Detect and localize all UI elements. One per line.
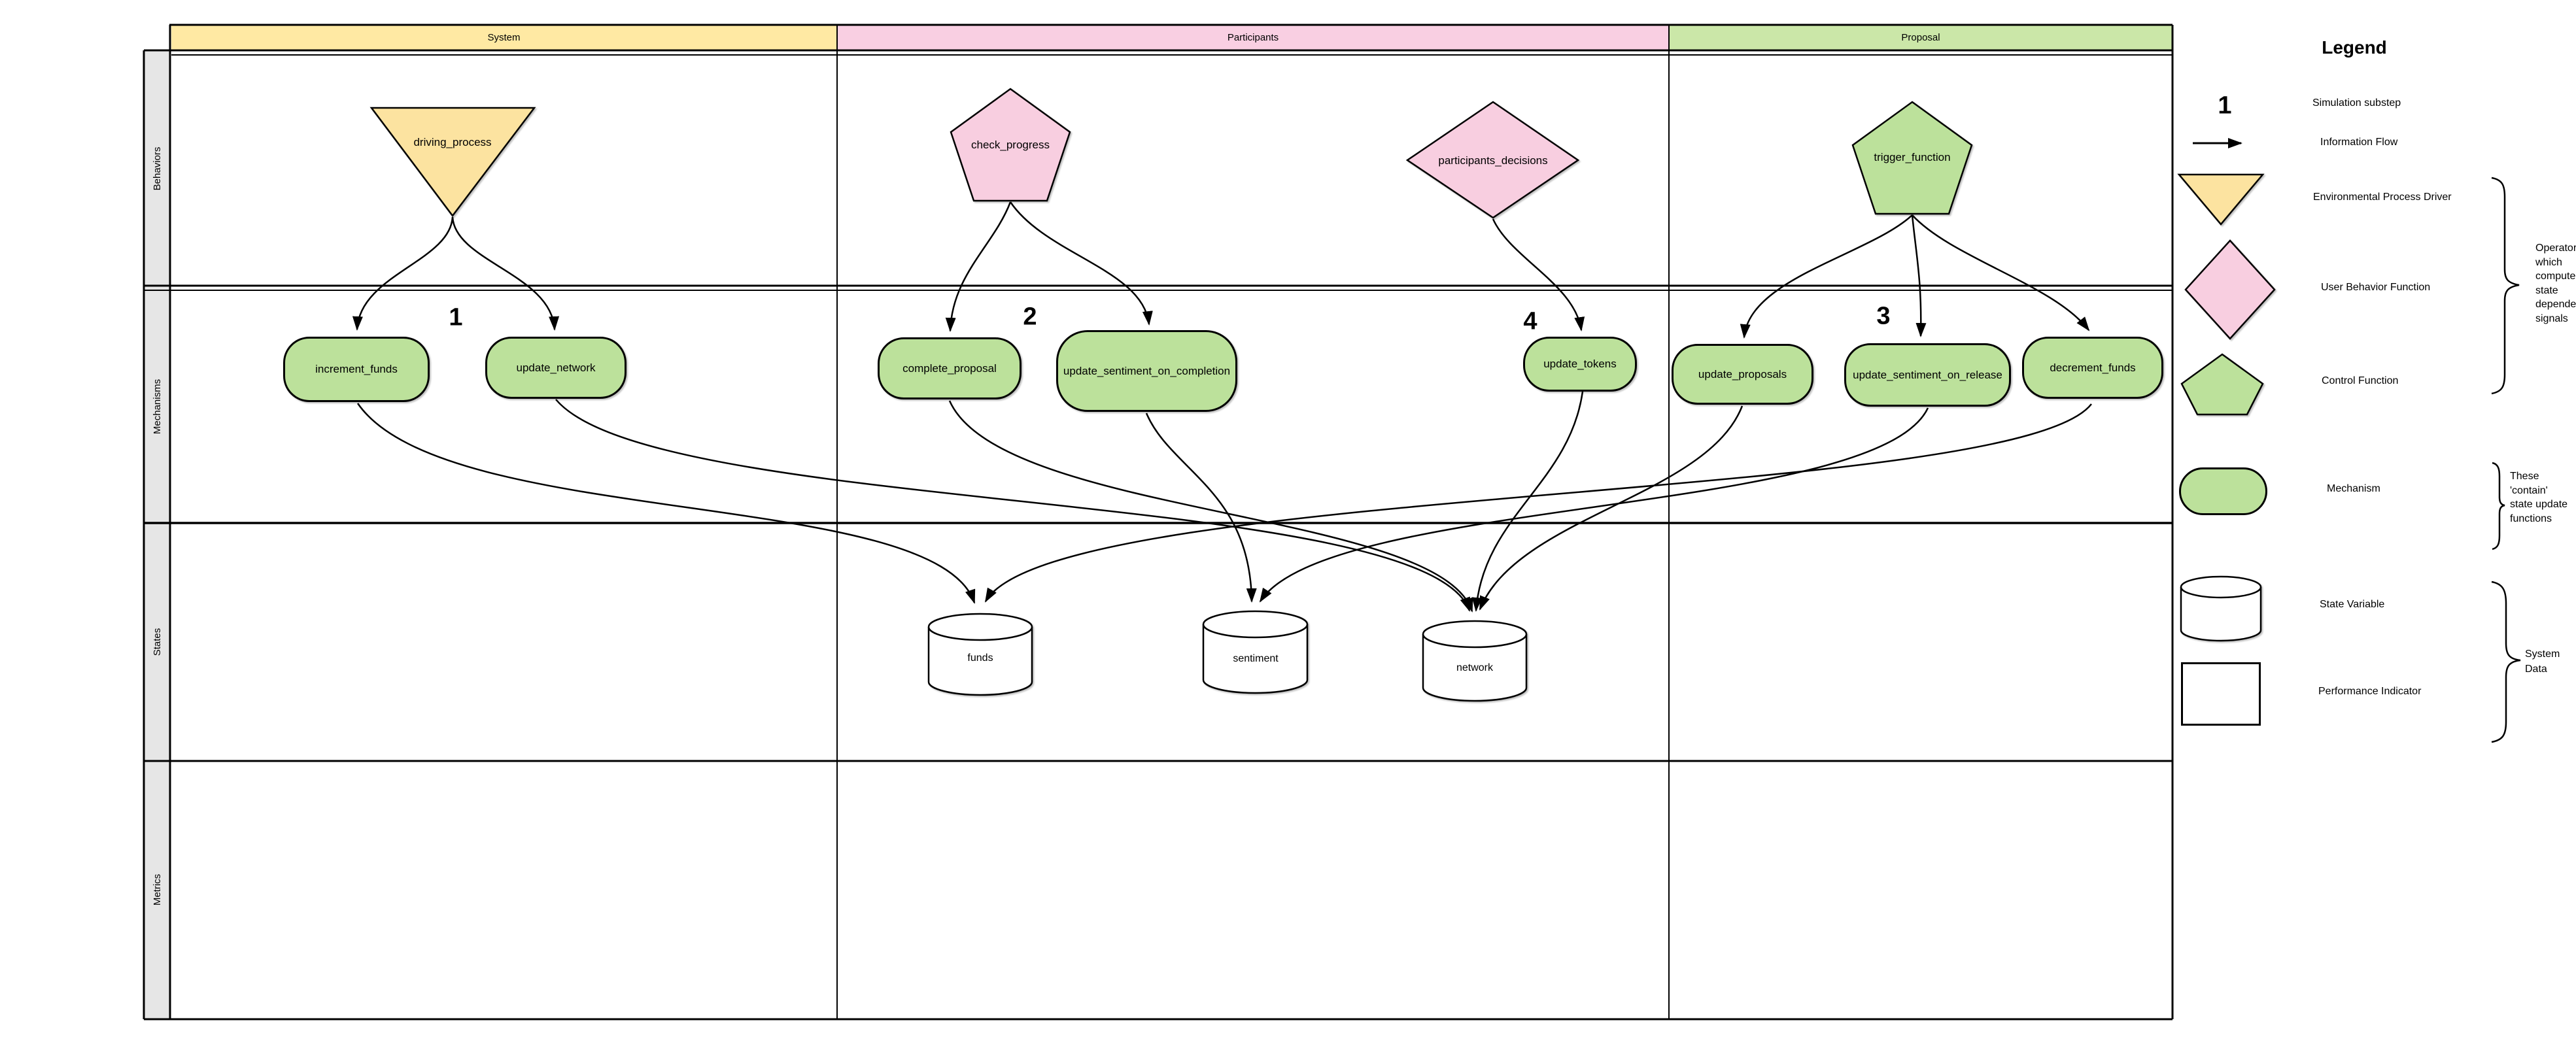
- annotation-mechanisms: These 'contain' state update functions: [2510, 471, 2568, 524]
- flow-update-proposals-to-network: [1479, 405, 1743, 611]
- flow-check-progress-to-complete-proposal: [945, 201, 1012, 332]
- substep-number-4: 4: [1523, 307, 1537, 335]
- flow-complete-proposal-to-network: [948, 400, 1473, 613]
- state-label-network: network: [1456, 662, 1494, 673]
- legend-label-state-variable: State Variable: [2320, 599, 2385, 610]
- flow-driving-process-to-increment-funds: [352, 216, 454, 331]
- legend-label-control-function: Control Function: [2322, 375, 2399, 386]
- flow-trigger-function-to-update-proposals: [1740, 214, 1913, 339]
- mechanism-update-network[interactable]: update_network: [485, 337, 627, 399]
- legend-label-user-behavior-function: User Behavior Function: [2321, 282, 2431, 293]
- flow-check-progress-to-update-sentiment-on-completion: [1009, 201, 1153, 326]
- mechanism-update-proposals[interactable]: update_proposals: [1672, 344, 1813, 405]
- system-data-group-brace: [2491, 581, 2521, 743]
- flow-trigger-function-to-decrement-funds: [1912, 214, 2090, 331]
- flow-participants-decisions-to-update-tokens: [1492, 218, 1585, 331]
- control-function-shape-check-progress[interactable]: [950, 88, 1071, 202]
- mechanism-update-sentiment-on-completion[interactable]: update_sentiment_on_completion: [1056, 330, 1237, 412]
- control-function-shape-trigger-function[interactable]: [1851, 101, 1973, 215]
- behavior-label-participants-decisions: participants_decisions: [1438, 154, 1548, 167]
- substep-number-3: 3: [1876, 302, 1891, 330]
- control-function-icon: [2180, 353, 2264, 416]
- behavior-label-trigger-function: trigger_function: [1874, 151, 1951, 163]
- operators-group-brace: [2491, 177, 2520, 395]
- legend-title: Legend: [2322, 37, 2387, 58]
- performance-indicator-icon: [2181, 662, 2261, 726]
- flow-increment-funds-to-funds: [356, 403, 976, 604]
- state-network-cylinder[interactable]: [1422, 620, 1528, 702]
- column-header-participants: Participants: [838, 25, 1668, 50]
- legend-label-mechanism: Mechanism: [2327, 483, 2380, 494]
- user-behavior-function-shape[interactable]: [1405, 101, 1580, 219]
- mechanism-decrement-funds[interactable]: decrement_funds: [2022, 337, 2163, 399]
- column-header-system: System: [171, 25, 836, 50]
- environmental-process-driver-icon: [2177, 173, 2265, 226]
- mechanism-increment-funds[interactable]: increment_funds: [283, 337, 430, 402]
- flow-update-tokens-to-network: [1471, 391, 1584, 612]
- flow-trigger-function-to-update-sentiment-on-release: [1911, 214, 1927, 337]
- mechanism-pill-icon: [2179, 467, 2267, 515]
- state-label-sentiment: sentiment: [1233, 653, 1279, 664]
- swimlane-grid: [143, 24, 2174, 1021]
- column-header-proposal: Proposal: [1670, 25, 2172, 50]
- substep-number-1: 1: [449, 303, 463, 331]
- legend-label-information-flow: Information Flow: [2320, 137, 2398, 148]
- behavior-label-check-progress: check_progress: [970, 139, 1050, 151]
- legend-label-environmental-process-driver: Environmental Process Driver: [2313, 192, 2452, 203]
- simulation-substep-icon: 1: [2218, 92, 2232, 120]
- annotation-system-data: System Data: [2525, 649, 2560, 675]
- flow-decrement-funds-to-funds: [984, 403, 2092, 603]
- state-variable-icon: [2180, 575, 2262, 642]
- lane-label-column: [144, 50, 170, 1019]
- environmental-process-driver-shape[interactable]: [369, 107, 536, 218]
- mechanism-group-brace: [2492, 462, 2505, 550]
- flow-update-sentiment-on-release-to-sentiment: [1259, 407, 1929, 603]
- legend-label-performance-indicator: Performance Indicator: [2318, 686, 2422, 697]
- mechanism-update-tokens[interactable]: update_tokens: [1523, 337, 1637, 392]
- behavior-label-driving-process: driving_process: [413, 136, 492, 148]
- flow-driving-process-to-update-network: [451, 216, 560, 331]
- substep-number-2: 2: [1023, 303, 1037, 331]
- flow-update-network-to-network: [555, 399, 1471, 612]
- legend-label-simulation-substep: Simulation substep: [2312, 97, 2401, 109]
- flow-update-sentiment-on-completion-to-sentiment: [1145, 413, 1257, 603]
- mechanism-update-sentiment-on-release[interactable]: update_sentiment_on_release: [1844, 343, 2011, 407]
- state-funds-cylinder[interactable]: [927, 613, 1033, 696]
- state-sentiment-cylinder[interactable]: [1202, 610, 1309, 694]
- user-behavior-function-icon: [2184, 239, 2276, 340]
- annotation-operators: Operators which compute state dependent …: [2535, 243, 2576, 324]
- state-label-funds: funds: [967, 652, 993, 664]
- mechanism-complete-proposal[interactable]: complete_proposal: [878, 337, 1022, 399]
